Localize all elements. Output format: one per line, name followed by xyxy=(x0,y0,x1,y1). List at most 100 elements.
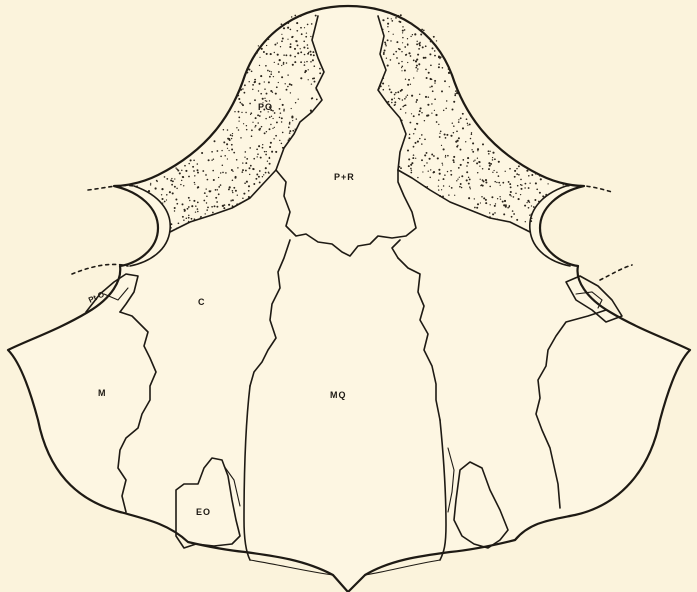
stipple-dot xyxy=(233,152,235,154)
stipple-dot xyxy=(469,123,471,125)
stipple-dot xyxy=(189,200,190,201)
stipple-dot xyxy=(477,203,479,205)
stipple-dot xyxy=(481,184,483,186)
stipple-dot xyxy=(534,199,536,201)
stipple-dot xyxy=(426,152,428,154)
stipple-dot xyxy=(528,175,530,177)
stipple-dot xyxy=(243,193,245,195)
stipple-dot xyxy=(306,61,307,62)
stipple-dot xyxy=(502,201,504,203)
stipple-dot xyxy=(206,202,207,203)
stipple-dot xyxy=(489,151,490,152)
stipple-dot xyxy=(459,177,460,178)
stipple-dot xyxy=(269,157,271,159)
stipple-dot xyxy=(223,207,225,209)
stipple-dot xyxy=(385,43,387,45)
stipple-dot xyxy=(164,176,166,178)
stipple-dot xyxy=(294,48,296,50)
stipple-dot xyxy=(387,65,389,67)
stipple-dot xyxy=(446,100,447,101)
stipple-dot xyxy=(531,174,533,176)
stipple-dot xyxy=(262,176,263,177)
stipple-dot xyxy=(461,175,463,177)
stipple-dot xyxy=(399,98,401,100)
stipple-dot xyxy=(166,199,167,200)
stipple-dot xyxy=(515,193,516,194)
stipple-dot xyxy=(395,92,397,94)
stipple-dot xyxy=(390,59,392,61)
stipple-dot xyxy=(208,159,210,161)
stipple-dot xyxy=(303,46,305,48)
stipple-dot xyxy=(448,194,449,195)
stipple-dot xyxy=(467,157,469,159)
stipple-dot xyxy=(482,143,484,145)
stipple-dot xyxy=(258,176,260,178)
stipple-dot xyxy=(178,222,180,224)
stipple-dot xyxy=(417,54,419,56)
stipple-dot xyxy=(307,47,309,49)
stipple-dot xyxy=(421,29,423,31)
stipple-dot xyxy=(518,198,520,200)
stipple-dot xyxy=(462,113,464,115)
stipple-dot xyxy=(274,62,275,63)
stipple-dot xyxy=(412,23,413,24)
stipple-dot xyxy=(252,122,253,123)
stipple-dot xyxy=(439,136,441,138)
stipple-dot xyxy=(454,195,455,196)
stipple-dot xyxy=(434,82,435,83)
stipple-dot xyxy=(496,172,497,173)
stipple-dot xyxy=(182,203,184,205)
stipple-dot xyxy=(445,155,446,156)
stipple-dot xyxy=(315,15,317,17)
stipple-dot xyxy=(279,59,281,61)
stipple-dot xyxy=(251,129,253,131)
stipple-dot xyxy=(188,176,190,178)
stipple-dot xyxy=(449,86,450,87)
stipple-dot xyxy=(404,105,406,107)
stipple-dot xyxy=(257,156,258,157)
stipple-dot xyxy=(393,53,395,55)
stipple-dot xyxy=(274,127,275,128)
stipple-dot xyxy=(404,29,406,31)
stipple-dot xyxy=(416,70,417,71)
stipple-dot xyxy=(447,171,448,172)
stipple-dot xyxy=(279,99,280,100)
stipple-dot xyxy=(491,196,493,198)
stipple-dot xyxy=(310,51,312,53)
stipple-dot xyxy=(166,178,168,180)
stipple-dot xyxy=(316,99,318,101)
stipple-dot xyxy=(415,60,417,62)
stipple-dot xyxy=(303,40,305,42)
stipple-dot xyxy=(462,127,464,129)
stipple-dot xyxy=(283,54,285,56)
stipple-dot xyxy=(172,192,174,194)
stipple-dot xyxy=(197,169,199,171)
stipple-dot xyxy=(255,125,257,127)
stipple-dot xyxy=(401,65,403,67)
stipple-dot xyxy=(409,122,411,124)
stipple-dot xyxy=(190,159,192,161)
stipple-dot xyxy=(282,38,284,40)
stipple-dot xyxy=(291,108,292,109)
stipple-dot xyxy=(414,33,416,35)
label-eo: EO xyxy=(196,507,211,517)
stipple-dot xyxy=(525,183,527,185)
stipple-dot xyxy=(183,185,184,186)
stipple-dot xyxy=(498,182,500,184)
stipple-dot xyxy=(265,65,267,67)
stipple-dot xyxy=(197,202,199,204)
stipple-dot xyxy=(421,159,423,161)
stipple-dot xyxy=(248,69,250,71)
stipple-dot xyxy=(402,32,403,33)
stipple-dot xyxy=(384,41,386,43)
stipple-dot xyxy=(215,197,217,199)
stipple-dot xyxy=(269,116,271,118)
stipple-dot xyxy=(471,149,472,150)
stipple-dot xyxy=(431,112,432,113)
stipple-dot xyxy=(290,55,292,57)
stipple-dot xyxy=(400,90,402,92)
stipple-dot xyxy=(516,219,518,221)
stipple-dot xyxy=(408,79,410,81)
stipple-dot xyxy=(390,91,392,93)
stipple-dot xyxy=(249,103,251,105)
